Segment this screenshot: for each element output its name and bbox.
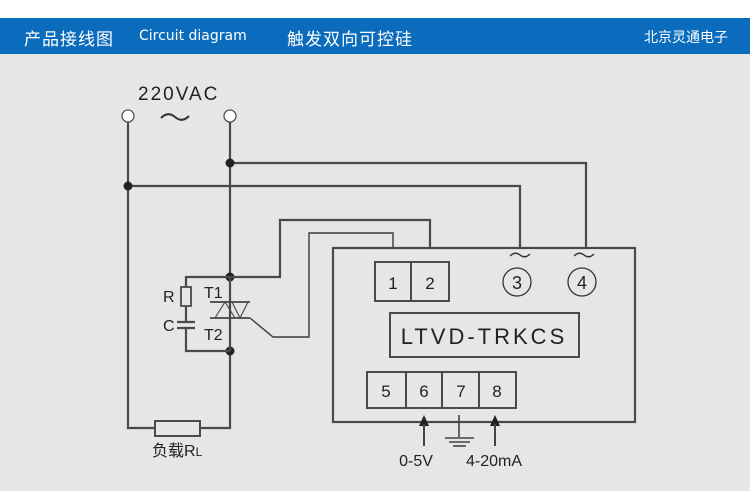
wire-terminal-4 bbox=[230, 161, 588, 248]
header-product: 触发双向可控硅 bbox=[287, 30, 413, 50]
terminal-7: 7 bbox=[456, 382, 465, 401]
terminal-2: 2 bbox=[425, 274, 434, 293]
terminal-4-circle bbox=[567, 267, 597, 297]
load-label-subscript: L bbox=[196, 445, 203, 459]
wire-load-return bbox=[200, 351, 232, 430]
terminal-4: 4 bbox=[577, 273, 587, 293]
terminal-5: 5 bbox=[381, 382, 390, 401]
model-label: LTVD-TRKCS bbox=[401, 324, 568, 349]
label-r: R bbox=[163, 289, 175, 306]
supply-terminal-right bbox=[223, 109, 237, 123]
ac-symbol-icon-4 bbox=[573, 252, 595, 258]
wire-rc-bottom bbox=[184, 328, 230, 353]
terminal-8: 8 bbox=[492, 382, 501, 401]
terminal-1: 1 bbox=[388, 274, 397, 293]
voltage-input-arrow-icon bbox=[419, 415, 429, 446]
wire-terminal-3 bbox=[128, 184, 522, 248]
supply-terminal-left bbox=[121, 109, 135, 123]
header-company: 北京灵通电子 bbox=[644, 30, 728, 46]
ac-symbol-icon-3 bbox=[509, 252, 531, 258]
model-label-box bbox=[389, 312, 580, 358]
terminal-6: 6 bbox=[419, 382, 428, 401]
current-input-label: 4-20mA bbox=[466, 453, 522, 470]
capacitor-c-icon bbox=[177, 320, 195, 330]
terminal-3-circle bbox=[502, 267, 532, 297]
label-t1: T1 bbox=[204, 285, 223, 302]
wire-gate-to-terminal-1 bbox=[249, 232, 394, 338]
ac-symbol-icon bbox=[160, 113, 190, 121]
junction-node bbox=[225, 158, 235, 168]
header-title-en: Circuit diagram bbox=[139, 28, 247, 44]
ground-icon bbox=[445, 415, 474, 447]
load-label-main: 负载R bbox=[152, 442, 196, 460]
current-input-arrow-icon bbox=[490, 415, 500, 446]
wire-rc-top bbox=[184, 275, 230, 287]
wire-left-rail bbox=[126, 122, 155, 430]
load-label: 负载RL bbox=[152, 442, 203, 460]
header-bar: 产品接线图 Circuit diagram 触发双向可控硅 北京灵通电子 bbox=[0, 18, 750, 54]
voltage-input-label: 0-5V bbox=[399, 453, 433, 470]
label-c: C bbox=[163, 318, 175, 335]
load-resistor-icon bbox=[154, 420, 201, 437]
supply-label: 220VAC bbox=[138, 84, 219, 105]
junction-node bbox=[123, 181, 133, 191]
module-box bbox=[331, 246, 637, 424]
header-title-cn: 产品接线图 bbox=[24, 30, 114, 50]
triac-icon bbox=[210, 277, 250, 351]
resistor-r-icon bbox=[180, 286, 192, 307]
top-margin bbox=[0, 0, 750, 18]
terminal-3: 3 bbox=[512, 273, 522, 293]
wire-t1-to-terminal-2 bbox=[230, 218, 432, 279]
label-t2: T2 bbox=[204, 327, 223, 344]
